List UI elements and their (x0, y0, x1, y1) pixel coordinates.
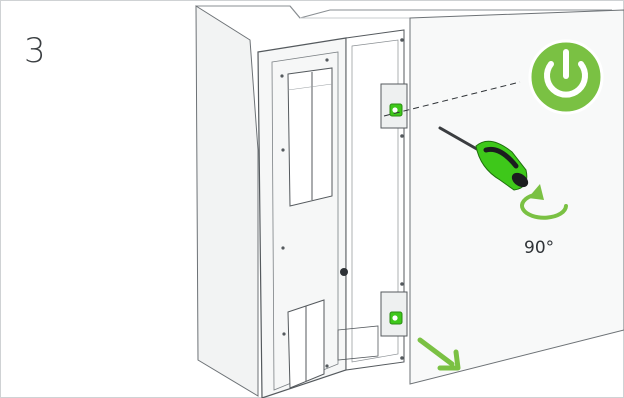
power-icon (530, 41, 602, 113)
open-door (258, 38, 346, 398)
step-number: 3 (24, 34, 46, 68)
latch-screw-top (390, 104, 402, 116)
latch-screw-bottom (390, 312, 402, 324)
rotation-angle-label: 90° (524, 238, 554, 258)
